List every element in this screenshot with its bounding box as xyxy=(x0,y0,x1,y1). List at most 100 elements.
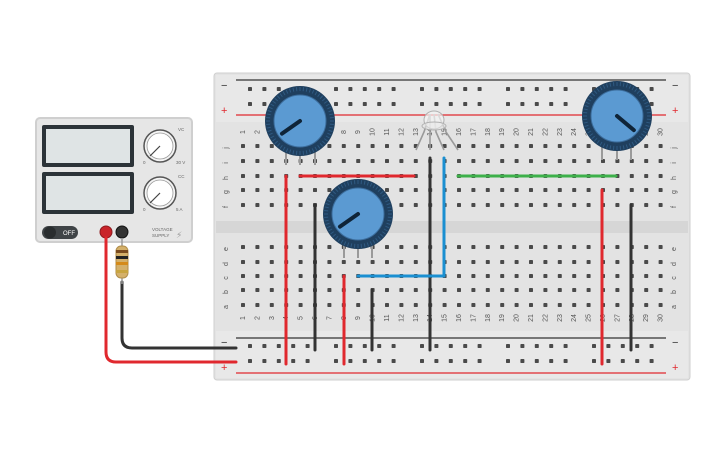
hole[interactable] xyxy=(557,288,562,292)
hole[interactable] xyxy=(385,303,389,307)
hole[interactable] xyxy=(506,102,510,106)
hole[interactable] xyxy=(298,188,303,192)
hole[interactable] xyxy=(485,288,490,292)
hole[interactable] xyxy=(471,144,476,148)
hole[interactable] xyxy=(514,274,519,278)
hole[interactable] xyxy=(269,174,274,178)
hole[interactable] xyxy=(549,87,554,91)
hole[interactable] xyxy=(644,203,649,207)
hole[interactable] xyxy=(529,159,533,163)
hole[interactable] xyxy=(448,102,453,106)
hole[interactable] xyxy=(543,188,548,192)
hole[interactable] xyxy=(341,144,346,148)
hole[interactable] xyxy=(457,203,461,207)
hole[interactable] xyxy=(255,144,260,148)
hole[interactable] xyxy=(635,359,640,363)
wires[interactable] xyxy=(104,156,633,366)
hole[interactable] xyxy=(500,288,505,292)
hole[interactable] xyxy=(500,303,505,307)
hole[interactable] xyxy=(377,344,382,348)
hole[interactable] xyxy=(586,144,591,148)
hole[interactable] xyxy=(298,303,303,307)
hole[interactable] xyxy=(327,159,332,163)
hole[interactable] xyxy=(529,274,533,278)
hole[interactable] xyxy=(413,245,418,249)
hole[interactable] xyxy=(334,87,338,91)
hole[interactable] xyxy=(644,274,649,278)
hole[interactable] xyxy=(276,87,281,91)
hole[interactable] xyxy=(448,344,453,348)
hole[interactable] xyxy=(399,203,404,207)
hole[interactable] xyxy=(255,174,260,178)
hole[interactable] xyxy=(620,359,625,363)
hole[interactable] xyxy=(644,174,649,178)
hole[interactable] xyxy=(586,303,591,307)
hole[interactable] xyxy=(549,344,554,348)
hole[interactable] xyxy=(399,188,404,192)
hole[interactable] xyxy=(549,102,554,106)
hole[interactable] xyxy=(241,245,245,249)
hole[interactable] xyxy=(520,344,525,348)
hole[interactable] xyxy=(413,288,418,292)
hole[interactable] xyxy=(477,359,482,363)
hole[interactable] xyxy=(586,274,591,278)
hole[interactable] xyxy=(514,188,519,192)
hole[interactable] xyxy=(529,203,533,207)
hole[interactable] xyxy=(457,274,461,278)
hole[interactable] xyxy=(305,344,310,348)
hole[interactable] xyxy=(241,303,245,307)
hole[interactable] xyxy=(477,87,482,91)
hole[interactable] xyxy=(563,87,568,91)
hole[interactable] xyxy=(506,87,510,91)
hole[interactable] xyxy=(592,359,596,363)
hole[interactable] xyxy=(629,174,634,178)
hole[interactable] xyxy=(442,288,447,292)
hole[interactable] xyxy=(248,102,252,106)
hole[interactable] xyxy=(241,188,245,192)
hole[interactable] xyxy=(248,359,252,363)
hole[interactable] xyxy=(572,274,577,278)
hole[interactable] xyxy=(543,159,548,163)
hole[interactable] xyxy=(269,188,274,192)
hole[interactable] xyxy=(241,174,245,178)
hole[interactable] xyxy=(399,260,404,264)
hole[interactable] xyxy=(644,303,649,307)
hole[interactable] xyxy=(356,288,361,292)
hole[interactable] xyxy=(391,344,396,348)
hole[interactable] xyxy=(485,203,490,207)
hole[interactable] xyxy=(276,359,281,363)
potentiometers[interactable] xyxy=(265,81,652,258)
hole[interactable] xyxy=(334,102,338,106)
hole[interactable] xyxy=(262,344,267,348)
hole[interactable] xyxy=(305,359,310,363)
hole[interactable] xyxy=(658,245,663,249)
hole[interactable] xyxy=(644,260,649,264)
hole[interactable] xyxy=(434,359,439,363)
hole[interactable] xyxy=(485,159,490,163)
hole[interactable] xyxy=(327,245,332,249)
hole[interactable] xyxy=(276,344,281,348)
potentiometer-right[interactable] xyxy=(582,81,652,160)
hole[interactable] xyxy=(385,245,389,249)
hole[interactable] xyxy=(471,159,476,163)
hole[interactable] xyxy=(399,245,404,249)
hole[interactable] xyxy=(434,87,439,91)
hole[interactable] xyxy=(248,344,252,348)
hole[interactable] xyxy=(506,344,510,348)
hole[interactable] xyxy=(586,245,591,249)
hole[interactable] xyxy=(327,144,332,148)
hole[interactable] xyxy=(485,188,490,192)
hole[interactable] xyxy=(563,102,568,106)
hole[interactable] xyxy=(399,144,404,148)
hole[interactable] xyxy=(457,288,461,292)
hole[interactable] xyxy=(334,359,338,363)
hole[interactable] xyxy=(269,245,274,249)
hole[interactable] xyxy=(658,144,663,148)
hole[interactable] xyxy=(471,260,476,264)
hole[interactable] xyxy=(557,188,562,192)
hole[interactable] xyxy=(298,260,303,264)
hole[interactable] xyxy=(514,303,519,307)
hole[interactable] xyxy=(291,359,296,363)
hole[interactable] xyxy=(348,87,353,91)
hole[interactable] xyxy=(557,274,562,278)
